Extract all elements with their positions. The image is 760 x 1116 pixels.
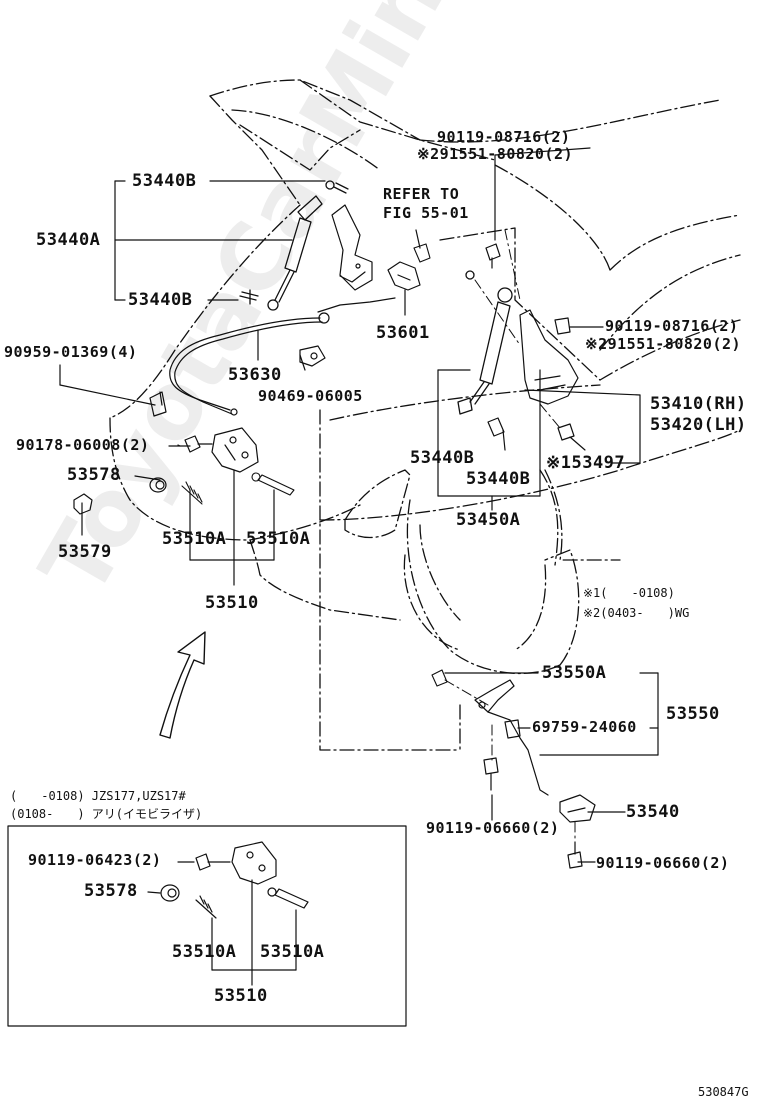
label-90119-08716-top: 90119-08716(2) (437, 128, 571, 146)
hood-hinge-right (519, 309, 579, 405)
phantom-connectors (444, 229, 576, 843)
label-53510: 53510 (205, 593, 259, 613)
label-53440A: 53440A (36, 230, 101, 250)
stopper-53497 (557, 423, 575, 441)
label-53420: 53420(LH) (650, 415, 747, 435)
label-90119-06660-b: 90119-06660(2) (596, 854, 730, 872)
label-90178: 90178-06008(2) (16, 436, 150, 454)
inset-label-90119: 90119-06423(2) (28, 851, 162, 869)
front-arrow (159, 631, 206, 739)
label-53450A: 53450A (456, 510, 521, 530)
hood-lock (211, 427, 259, 473)
lock-rod-2 (251, 472, 295, 496)
label-53540: 53540 (626, 802, 680, 822)
inset-label-53510A-2: 53510A (260, 942, 325, 962)
label-53550: 53550 (666, 704, 720, 724)
label-90119-06660-a: 90119-06660(2) (426, 819, 560, 837)
support-53540 (559, 794, 596, 823)
label-53410: 53410(RH) (650, 394, 747, 414)
label-69759: 69759-24060 (532, 718, 637, 736)
inset-label-53510: 53510 (214, 986, 268, 1006)
bolt-90119-top (485, 243, 501, 269)
inset-label-53578: 53578 (84, 881, 138, 901)
cushion-53578 (149, 477, 167, 493)
hood-hinge-left (331, 204, 373, 291)
label-90469: 90469-06005 (258, 387, 363, 405)
label-refer-2: FIG 55-01 (383, 204, 469, 222)
label-90119-08716-right: 90119-08716(2) (605, 317, 739, 335)
body-outline (109, 99, 741, 751)
label-53510A-2: 53510A (246, 529, 311, 549)
release-cable (169, 297, 396, 416)
wheel-arch (403, 554, 547, 651)
leader-lines (59, 147, 659, 863)
note-1: ※1( -0108) (583, 586, 675, 600)
cable-clamp (299, 345, 326, 367)
inset-condition-2: (0108- ) アリ(イモビライザ) (10, 807, 203, 821)
lever-spring (431, 669, 448, 687)
label-53550A: 53550A (542, 663, 607, 683)
bolt-53440B-mid (487, 417, 505, 437)
label-91551-right: ※291551-80820(2) (585, 335, 742, 353)
hinge-53601 (387, 261, 421, 291)
refer-clip (413, 243, 431, 263)
bolt-lever (483, 757, 499, 791)
hood-outline (109, 79, 496, 419)
bolt-90178 (184, 435, 213, 453)
bolt-53540 (567, 841, 583, 869)
label-53579: 53579 (58, 542, 112, 562)
label-53510A-1: 53510A (162, 529, 227, 549)
inset-box (7, 825, 407, 1027)
cushion-53579 (73, 493, 93, 515)
note-2: ※2(0403- )WG (583, 606, 690, 620)
label-91551-top: ※291551-80820(2) (417, 145, 574, 163)
lock-spring-1 (181, 481, 203, 505)
hood-support-right (457, 270, 513, 415)
label-53601: 53601 (376, 323, 430, 343)
label-53440B-top: 53440B (132, 171, 197, 191)
cable-clip (149, 391, 167, 417)
figure-code: 530847G (698, 1085, 749, 1099)
release-lever (474, 679, 549, 796)
label-90959: 90959-01369(4) (4, 343, 138, 361)
inset-label-53510A-1: 53510A (172, 942, 237, 962)
label-53440B-mid1: 53440B (410, 448, 475, 468)
hood-support-left (239, 180, 349, 311)
label-53440B-mid2: 53440B (466, 469, 531, 489)
label-53630: 53630 (228, 365, 282, 385)
label-refer-1: REFER TO (383, 185, 460, 203)
label-53440B-left: 53440B (128, 290, 193, 310)
inset-condition-1: ( -0108) JZS177,UZS17# (10, 789, 186, 803)
label-53578: 53578 (67, 465, 121, 485)
bolt-90119-right (554, 317, 571, 335)
label-53497: ※153497 (546, 453, 626, 473)
